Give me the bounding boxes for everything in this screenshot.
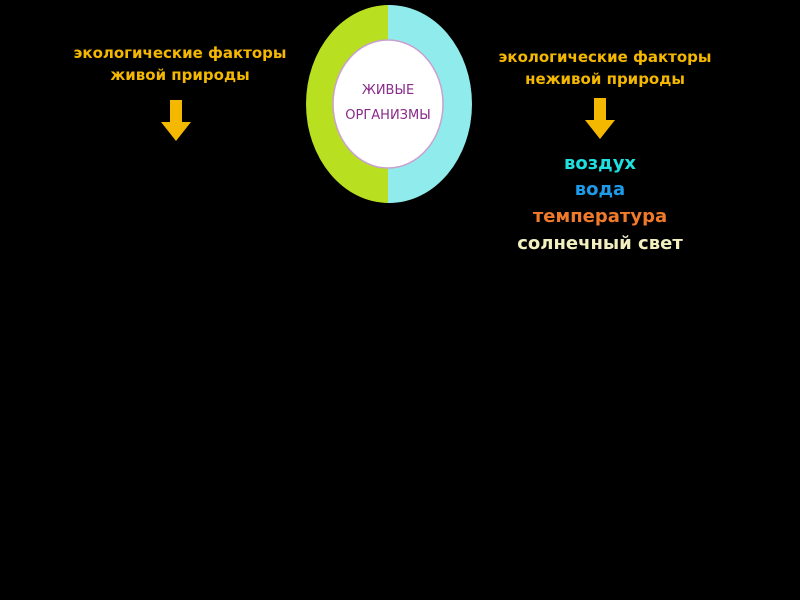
factor-temperature: температура (532, 206, 668, 227)
factor-water: вода (574, 179, 626, 200)
abiotic-factors-title: экологические факторы неживой природы (475, 46, 735, 90)
biotic-title-line2: живой природы (110, 66, 250, 84)
living-organisms-diagram: ЖИВЫЕ ОРГАНИЗМЫ (306, 5, 472, 203)
down-arrow-icon (585, 98, 615, 139)
down-arrow-icon (161, 100, 191, 141)
factor-air: воздух (563, 153, 637, 174)
biotic-factors-title: экологические факторы живой природы (50, 42, 310, 86)
center-line2: ОРГАНИЗМЫ (345, 108, 430, 123)
abiotic-title-line2: неживой природы (525, 70, 685, 88)
abiotic-title-line1: экологические факторы (498, 48, 712, 66)
center-line1: ЖИВЫЕ (362, 83, 414, 98)
inner-circle (332, 39, 444, 169)
factor-sunlight: солнечный свет (517, 233, 683, 254)
biotic-title-line1: экологические факторы (73, 44, 287, 62)
